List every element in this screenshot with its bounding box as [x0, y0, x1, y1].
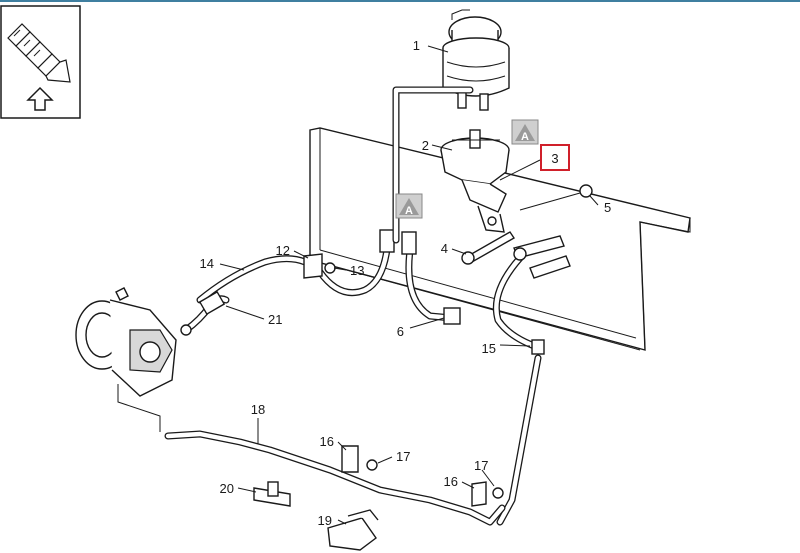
clamp-16b: [471, 481, 504, 507]
callouts: 1 2 3 4 5 6 12 13 14 15 16 17 18 19 20 2…: [200, 38, 612, 528]
hose-21: [180, 290, 230, 336]
hose-fittings: [513, 235, 571, 279]
clamp-20: [253, 481, 291, 507]
warning-label-a2: A: [405, 205, 413, 217]
clamp-16a: [341, 445, 378, 473]
callout-13: 13: [350, 263, 364, 278]
callout-18: 18: [251, 402, 265, 417]
callout-19: 19: [318, 513, 332, 528]
callout-17a: 17: [396, 449, 410, 464]
callout-2: 2: [422, 138, 429, 153]
callout-1: 1: [413, 38, 420, 53]
top-accent-bar: [0, 0, 800, 2]
leader-lines: [219, 45, 599, 525]
callout-15: 15: [482, 341, 496, 356]
bracket-19: [327, 509, 379, 551]
callout-5: 5: [604, 200, 611, 215]
pipe-15-lower: [496, 354, 542, 526]
power-steering-pump: [75, 287, 177, 432]
callout-16a: 16: [320, 434, 334, 449]
callout-21: 21: [268, 312, 282, 327]
pipe-15: [492, 254, 545, 355]
bolt-4: [461, 231, 515, 265]
callout-3: 3: [551, 151, 558, 166]
callout-16b: 16: [444, 474, 458, 489]
callout-6: 6: [397, 324, 404, 339]
callout-12: 12: [276, 243, 290, 258]
pipe-supply: [392, 86, 474, 244]
warning-label-a1: A: [521, 131, 529, 143]
pipe-6: [401, 231, 461, 325]
reservoir-bracket: [440, 129, 510, 233]
up-arrow-icon: [26, 86, 54, 111]
reservoir: [442, 9, 510, 111]
callout-14: 14: [200, 256, 214, 271]
callout-17b: 17: [474, 458, 488, 473]
callout-4: 4: [441, 241, 448, 256]
warning-badge-a1: A: [511, 119, 539, 145]
highlight-box: [540, 144, 570, 171]
bolt-5: [519, 184, 593, 211]
callout-20: 20: [220, 481, 234, 496]
warning-badge-a2: A: [395, 193, 423, 219]
pipe-18: [164, 430, 506, 526]
